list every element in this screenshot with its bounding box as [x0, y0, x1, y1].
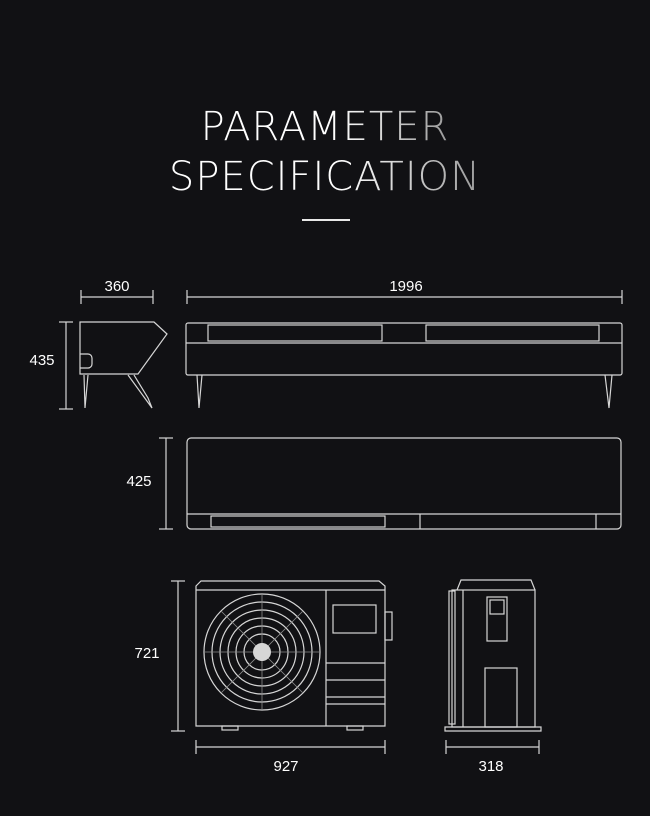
label-indoor-top-depth: 425 [126, 473, 151, 490]
title-line-2: SPECIFICATION [168, 154, 482, 200]
indoor-unit-front-view [185, 322, 623, 409]
title-line-1: PARAMETER [200, 104, 450, 150]
label-outdoor-width: 927 [273, 758, 298, 775]
title-underline [302, 219, 350, 221]
dim-line-outdoor-width [195, 740, 386, 754]
label-outdoor-depth: 318 [478, 758, 503, 775]
label-indoor-height: 435 [29, 352, 54, 369]
dim-line-indoor-height [59, 321, 73, 410]
dim-line-outdoor-depth [445, 740, 540, 754]
label-outdoor-height: 721 [134, 645, 159, 662]
indoor-unit-side-view [79, 321, 168, 409]
outdoor-unit-front-view [195, 580, 393, 731]
outdoor-unit-side-view [444, 579, 542, 732]
indoor-unit-top-view [186, 437, 622, 530]
label-indoor-side-width: 360 [104, 278, 129, 295]
dim-line-outdoor-height [171, 580, 185, 732]
dim-line-indoor-top-depth [159, 437, 173, 530]
dim-line-indoor-side-width [80, 290, 154, 304]
dim-line-indoor-front-width [186, 290, 623, 304]
label-indoor-front-width: 1996 [389, 278, 422, 295]
